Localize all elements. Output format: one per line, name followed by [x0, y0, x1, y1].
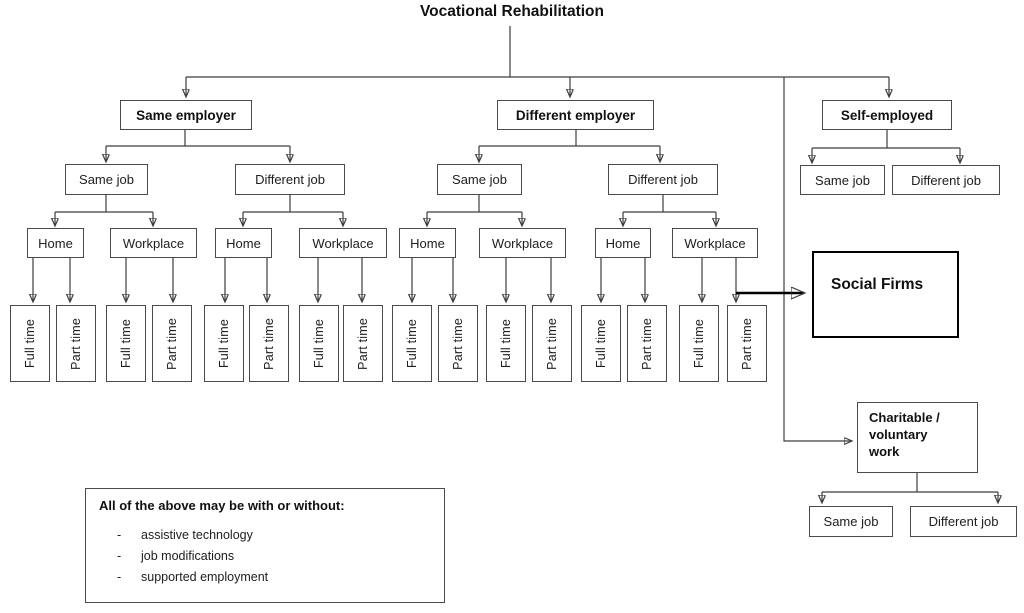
node-charitable-different-job: Different job: [910, 506, 1017, 537]
diagram-title: Vocational Rehabilitation: [419, 3, 604, 20]
node-full-time: Full time: [581, 305, 621, 382]
note-item-text: supported employment: [141, 570, 269, 584]
node-part-time: Part time: [343, 305, 383, 382]
node-charitable-voluntary-work: Charitable / voluntary work: [857, 402, 978, 473]
node-full-time: Full time: [486, 305, 526, 382]
note-item: - supported employment: [117, 570, 444, 584]
note-item-text: job modifications: [141, 549, 235, 563]
bullet-dash: -: [117, 549, 122, 563]
node-part-time: Part time: [152, 305, 192, 382]
node-part-time: Part time: [56, 305, 96, 382]
node-different-employer-different-job: Different job: [608, 164, 718, 195]
node-workplace-3: Workplace: [479, 228, 566, 258]
note-box: All of the above may be with or without:…: [85, 488, 445, 603]
node-same-employer-same-job: Same job: [65, 164, 148, 195]
node-part-time: Part time: [532, 305, 572, 382]
node-full-time: Full time: [106, 305, 146, 382]
node-part-time: Part time: [249, 305, 289, 382]
node-self-employed-same-job: Same job: [800, 165, 885, 195]
node-full-time: Full time: [299, 305, 339, 382]
node-same-employer: Same employer: [120, 100, 252, 130]
node-same-employer-different-job: Different job: [235, 164, 345, 195]
node-charitable-same-job: Same job: [809, 506, 893, 537]
node-part-time: Part time: [438, 305, 478, 382]
note-list: - assistive technology - job modifications…: [86, 528, 444, 584]
note-heading: All of the above may be with or without:: [99, 498, 345, 513]
node-workplace-1: Workplace: [110, 228, 197, 258]
bullet-dash: -: [117, 570, 122, 584]
node-home-4: Home: [595, 228, 651, 258]
note-item: - assistive technology: [117, 528, 444, 542]
node-full-time: Full time: [10, 305, 50, 382]
node-part-time: Part time: [727, 305, 767, 382]
node-full-time: Full time: [679, 305, 719, 382]
note-item: - job modifications: [117, 549, 444, 563]
node-different-employer-same-job: Same job: [437, 164, 522, 195]
node-full-time: Full time: [204, 305, 244, 382]
node-home-3: Home: [399, 228, 456, 258]
bullet-dash: -: [117, 528, 122, 542]
node-social-firms: Social Firms: [812, 251, 959, 338]
note-item-text: assistive technology: [141, 528, 253, 542]
node-home-2: Home: [215, 228, 272, 258]
node-self-employed-different-job: Different job: [892, 165, 1000, 195]
node-part-time: Part time: [627, 305, 667, 382]
node-different-employer: Different employer: [497, 100, 654, 130]
node-workplace-2: Workplace: [299, 228, 387, 258]
node-self-employed: Self-employed: [822, 100, 952, 130]
node-full-time: Full time: [392, 305, 432, 382]
node-home-1: Home: [27, 228, 84, 258]
node-workplace-4: Workplace: [672, 228, 758, 258]
